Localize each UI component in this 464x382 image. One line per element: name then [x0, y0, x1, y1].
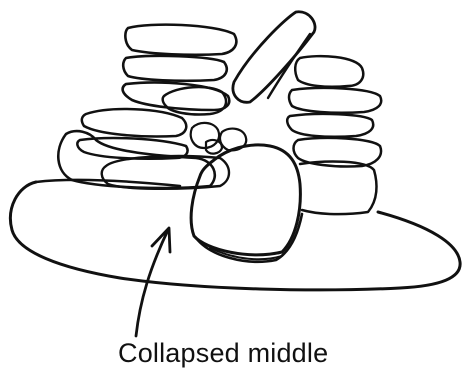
base-slab — [10, 182, 460, 290]
right-slab-2 — [289, 88, 381, 113]
right-lower-block — [300, 162, 376, 215]
right-slab-3 — [287, 114, 373, 137]
small-stone-1 — [191, 123, 219, 148]
upper-left-slab-1 — [125, 25, 236, 55]
left-mid-slab-1 — [82, 109, 186, 136]
upper-left-slab-2 — [123, 56, 227, 81]
upper-left-slab-3 — [123, 83, 230, 111]
right-slab-1 — [295, 56, 363, 87]
caption-label: Collapsed middle — [118, 338, 328, 369]
